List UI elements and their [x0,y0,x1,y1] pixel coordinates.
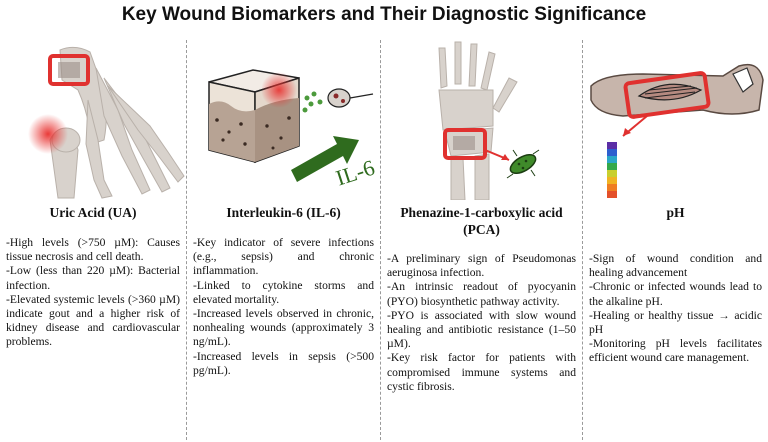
panel-description: -Sign of wound condition and healing adv… [589,252,762,366]
panel-heading: Phenazine-1-carboxylic acid (PCA) [400,205,563,237]
description-point: -Increased levels in sepsis (>500 pg/mL)… [193,349,374,377]
column-divider [380,40,381,440]
description-point: -Monitoring pH levels facilitates effici… [589,337,762,365]
hand-skeleton-illustration [438,41,540,200]
column-divider [582,40,583,440]
panel-description: -Key indicator of severe infections (e.g… [193,236,374,378]
panel-heading: Uric Acid (UA) [49,205,137,220]
panel-phenazine-carboxylic-acid: Phenazine-1-carboxylic acid (PCA) -A pre… [381,40,582,440]
panel-uric-acid: Uric Acid (UA) -High levels (>750 µM): C… [0,40,186,440]
description-point: -An intrinsic readout of pyocyanin (PYO)… [387,280,576,308]
ph-scale-swatch [607,156,617,163]
description-point: -Increased levels observed in chronic, n… [193,307,374,349]
ph-scale-swatch [607,163,617,170]
description-point: -Chronic or infected wounds lead to the … [589,280,762,308]
page-title: Key Wound Biomarkers and Their Diagnosti… [121,4,647,25]
description-point: -Elevated systemic levels (>360 µM) indi… [6,292,180,349]
description-point: -High levels (>750 µM): Causes tissue ne… [6,236,180,264]
description-point: -Healing or healthy tissue → acidic pH [589,308,762,337]
ph-scale-swatch [607,170,617,177]
panel-description: -A preliminary sign of Pseudomonas aerug… [387,252,576,394]
ph-scale-swatch [607,184,617,191]
ph-scale-swatch [607,149,617,156]
ph-scale-swatch [607,191,617,198]
description-point: -Low (less than 220 µM): Bacterial infec… [6,264,180,292]
ph-scale-swatch [607,142,617,149]
panel-description: -High levels (>750 µM): Causes tissue ne… [6,236,180,350]
description-point: -Key indicator of severe infections (e.g… [193,236,374,278]
tissue-block-illustration: IL-6 [208,69,378,191]
arm-wound-illustration [590,63,764,198]
description-point: -Key risk factor for patients with compr… [387,351,576,393]
panel-interleukin-6: IL-6 Interleukin-6 (IL-6) -Key indicator… [187,40,380,440]
description-point: -PYO is associated with slow wound heali… [387,308,576,351]
description-point: -Linked to cytokine storms and elevated … [193,278,374,306]
panel-heading: Interleukin-6 (IL-6) [226,205,341,220]
il6-label: IL-6 [333,155,378,191]
description-point: -A preliminary sign of Pseudomonas aerug… [387,252,576,280]
ph-scale-swatch [607,177,617,184]
ph-color-scale [607,142,617,198]
description-point: -Sign of wound condition and healing adv… [589,252,762,280]
panel-ph: pH -Sign of wound condition and healing … [583,40,768,440]
panel-heading: pH [666,205,685,220]
foot-skeleton-illustration [28,46,185,199]
column-divider [186,40,187,440]
